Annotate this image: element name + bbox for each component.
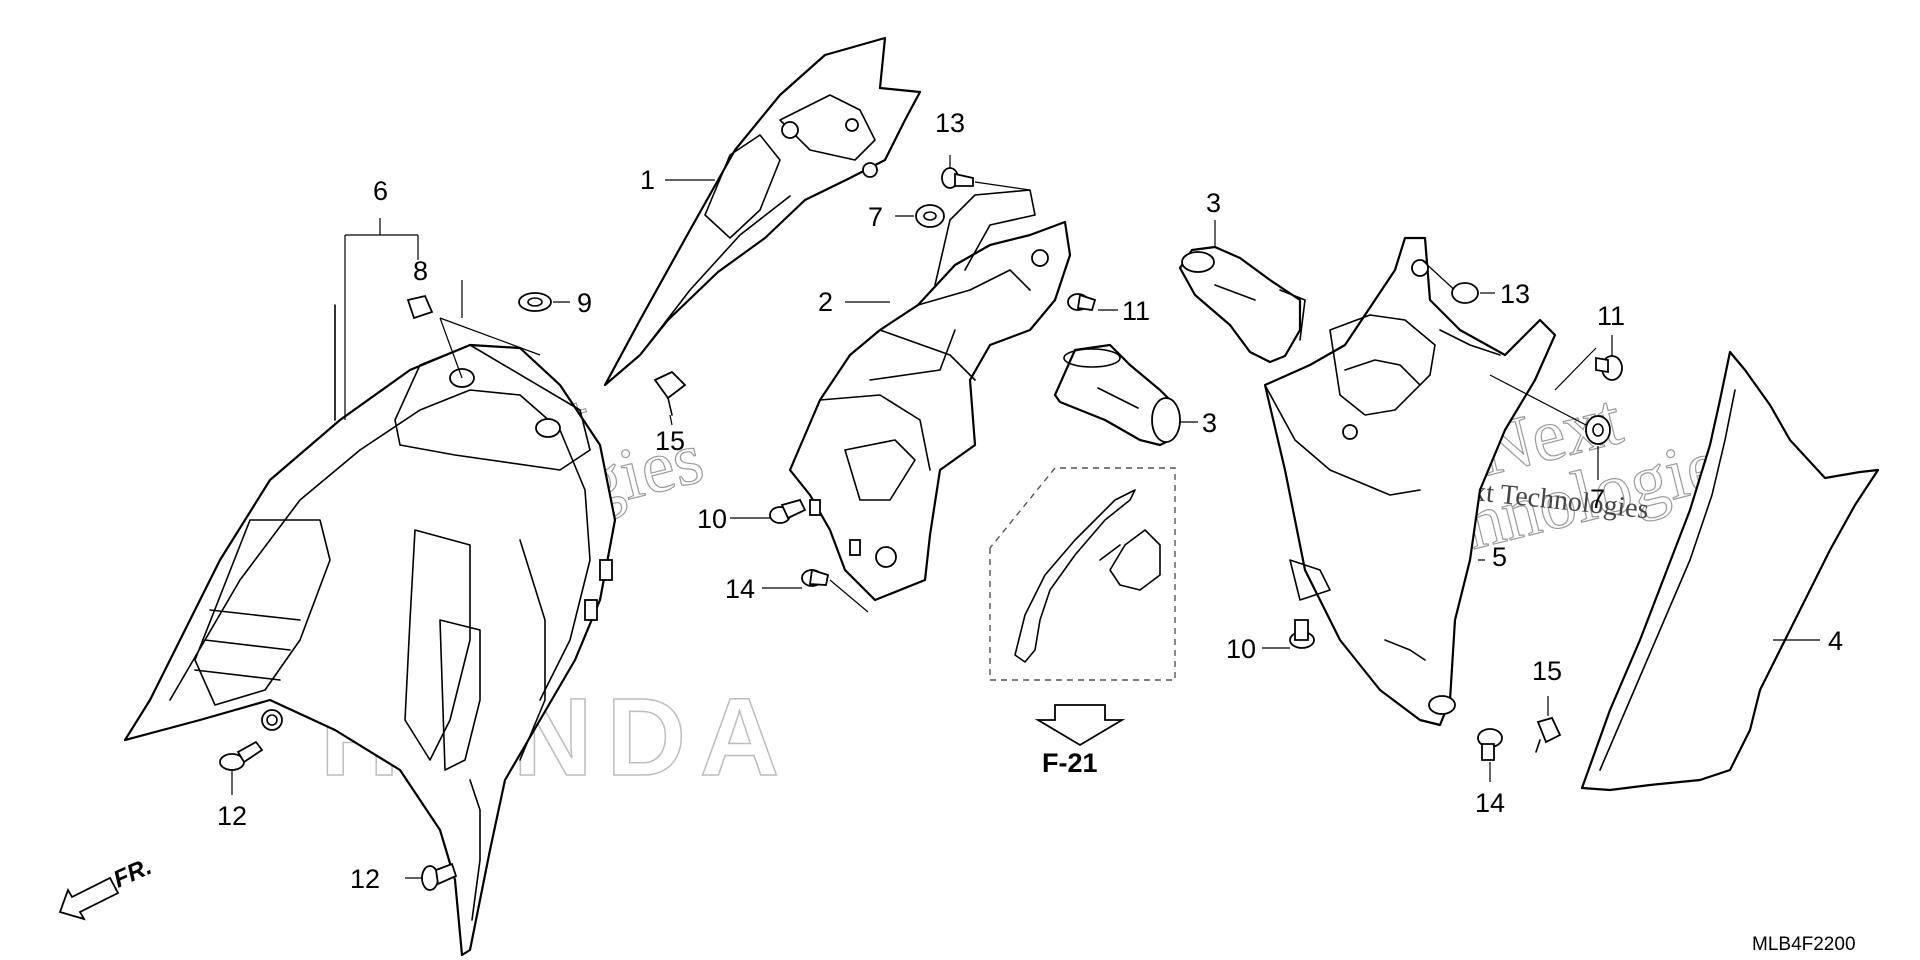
callout-labels: 1 2 3 3 4 5 6 7 7 8 9 10 10 11 11 12 12 …	[217, 108, 1843, 894]
diagram-code: MLB4F2200	[1752, 934, 1856, 955]
part-11-screw-right	[1595, 355, 1623, 381]
callout-1: 1	[640, 165, 655, 195]
callout-13-right: 13	[1500, 279, 1530, 309]
part-4-right-side-panel	[1580, 350, 1880, 792]
callout-3-right-funnel: 3	[1206, 188, 1221, 218]
callout-11-right: 11	[1597, 301, 1625, 331]
part-3-funnel-right	[1178, 245, 1306, 364]
callout-7-right: 7	[1590, 484, 1605, 514]
part-5-right-duct	[1263, 236, 1557, 727]
part-9-grommet	[518, 292, 552, 312]
callout-14-center: 14	[725, 574, 755, 604]
callout-10-right: 10	[1226, 634, 1256, 664]
callout-12-lower-left: 12	[217, 801, 247, 831]
callout-6: 6	[373, 176, 388, 206]
callout-8: 8	[413, 256, 428, 286]
reference-box-f21	[989, 467, 1176, 747]
callout-5: 5	[1492, 542, 1507, 572]
callout-3-center-funnel: 3	[1202, 408, 1217, 438]
callout-2: 2	[818, 287, 833, 317]
callout-6-bracket	[344, 218, 419, 420]
part-11-screw-center	[1067, 293, 1097, 312]
part-15-clip-right	[1535, 716, 1562, 753]
part-2-center-duct	[788, 189, 1072, 602]
part-3-funnel-center	[1053, 343, 1181, 447]
callout-7-center: 7	[868, 202, 883, 232]
part-12-screw-lower-left	[219, 740, 264, 771]
part-6-left-inner-cover	[123, 304, 617, 957]
callout-4: 4	[1828, 626, 1843, 656]
part-7-grommet-right	[1585, 415, 1611, 445]
front-direction-arrow	[58, 876, 120, 921]
callout-11-center: 11	[1122, 296, 1150, 326]
part-10-screw-right	[1289, 619, 1315, 649]
part-8-clip-nut	[406, 294, 434, 320]
part-14-screw-center	[801, 568, 830, 587]
part-12-screw-bottom	[421, 862, 458, 891]
part-10-screw-center	[769, 498, 807, 524]
callout-9: 9	[577, 288, 592, 318]
part-14-screw-right	[1477, 728, 1503, 761]
reference-arrow-down	[1034, 704, 1126, 747]
part-1-upper-panel	[603, 36, 922, 387]
callout-10-center: 10	[697, 504, 727, 534]
part-13-screw-right	[1451, 282, 1479, 304]
part-13-screw-center	[941, 167, 974, 189]
front-label: FR.	[109, 853, 155, 893]
callout-14-right: 14	[1475, 788, 1505, 818]
callout-12-bottom: 12	[350, 864, 380, 894]
part-15-clip-left	[653, 370, 687, 416]
reference-label: F-21	[1042, 748, 1098, 778]
callout-15-right: 15	[1532, 656, 1562, 686]
callout-13-center: 13	[935, 108, 965, 138]
callout-15-left: 15	[655, 426, 685, 456]
part-7-grommet-center	[915, 204, 945, 228]
